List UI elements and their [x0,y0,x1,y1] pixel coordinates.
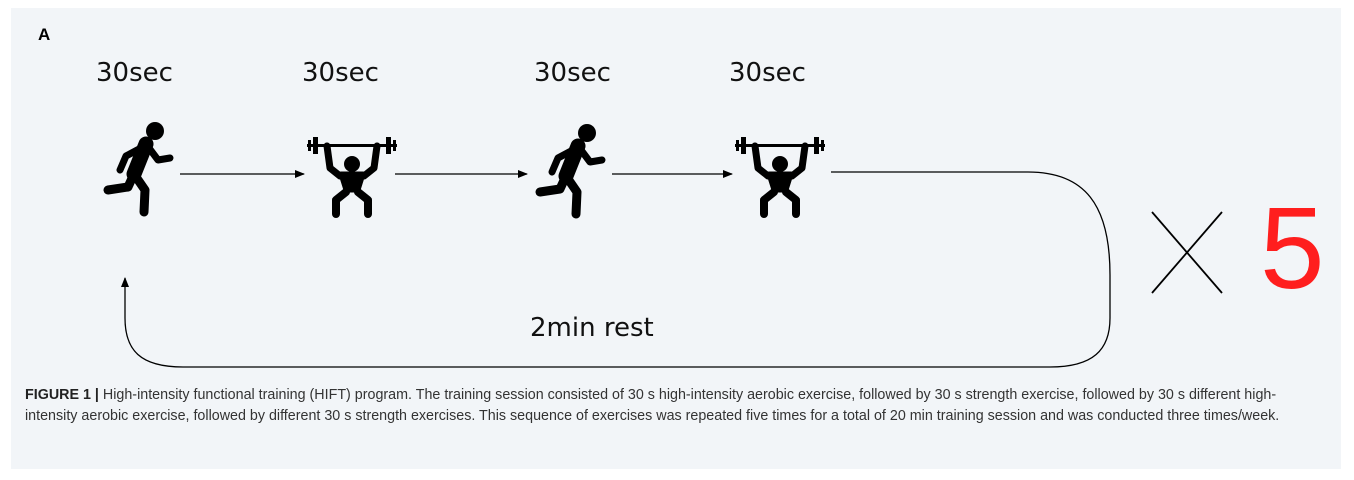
step-4-duration: 30sec [729,58,806,88]
weightlifter-icon [307,137,397,214]
multiply-sign-icon [1151,211,1223,294]
caption-text: High-intensity functional training (HIFT… [25,387,1280,424]
repeat-count: 5 [1260,183,1325,313]
figure-label: FIGURE 1 | [25,387,99,403]
running-person-icon [540,124,602,214]
panel-label: A [38,25,51,44]
step-2-duration: 30sec [302,58,379,88]
figure-panel [11,8,1341,469]
figure-caption: FIGURE 1 | High-intensity functional tra… [25,385,1325,427]
running-person-icon [108,122,170,212]
step-3-duration: 30sec [534,58,611,88]
step-1-duration: 30sec [96,58,173,88]
rest-label: 2min rest [530,313,654,343]
weightlifter-icon [735,137,825,214]
repeat-loop-arrow [121,171,1111,368]
